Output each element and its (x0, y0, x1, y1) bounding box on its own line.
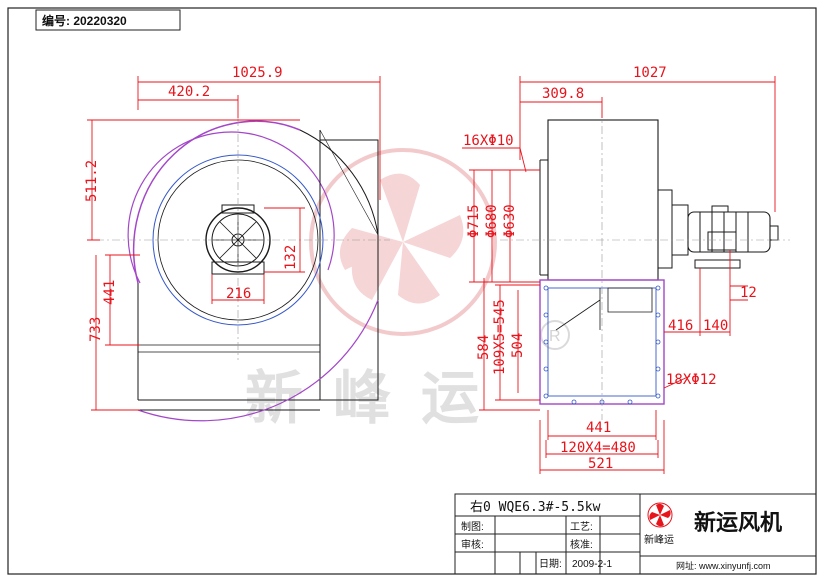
dim-441-left: 441 (102, 280, 118, 305)
dim-center-offset: 420.2 (168, 84, 210, 100)
date-label: 日期: (539, 558, 562, 570)
casing-side (547, 119, 659, 281)
dim-holes-16: 16XΦ10 (463, 133, 514, 149)
bolt-holes (543, 285, 661, 405)
dim-309: 309.8 (542, 86, 584, 102)
dim-120x4: 120X4=480 (560, 440, 636, 456)
watermark-text: 新峰运 (245, 366, 509, 431)
inlet-ring-inner (157, 159, 319, 321)
scroll-casing-inner (127, 131, 335, 284)
dim-outlet-height: 511.2 (84, 160, 100, 202)
dim-dia-630: Φ630 (502, 204, 518, 238)
model-title: 右0 WQE6.3#-5.5kw (470, 500, 601, 515)
outlet-flange-front (319, 139, 379, 401)
title-block-text: 右0 WQE6.3#-5.5kw 制图: 审核: 工艺: 核准: 日期: 200… (461, 500, 782, 571)
dim-total-width-right: 1027 (633, 65, 667, 81)
front-view-dimensions (87, 76, 381, 411)
company-logo-icon (647, 502, 673, 528)
dim-total-width-left: 1025.9 (232, 65, 283, 81)
process-label: 工艺: (570, 521, 593, 533)
motor-face-icon (205, 207, 271, 273)
check-label: 审核: (461, 538, 484, 551)
front-view (96, 118, 390, 422)
dim-521: 521 (588, 456, 613, 472)
watermark-ring (309, 148, 497, 336)
date-value: 2009-2-1 (572, 559, 612, 570)
dim-dia-715: Φ715 (466, 204, 482, 238)
drawing-number: 编号: 20220320 (41, 13, 127, 28)
sheet-border (7, 7, 817, 575)
side-view-dim-labels: 1027 309.8 16XΦ10 Φ715 Φ680 Φ630 584 109… (463, 65, 757, 472)
dim-416: 416 (668, 318, 693, 334)
dim-584: 584 (476, 335, 492, 360)
scroll-casing (132, 120, 301, 284)
side-view (500, 110, 790, 420)
title-block (454, 493, 817, 575)
dim-216: 216 (226, 286, 251, 302)
front-view-dim-labels: 1025.9 420.2 511.2 441 733 216 132 (84, 65, 299, 342)
dim-132: 132 (283, 245, 299, 270)
watermark-flower-icon (339, 173, 464, 304)
dim-733: 733 (88, 317, 104, 342)
watermark: R 新峰运 (245, 148, 570, 431)
header-box (35, 9, 181, 31)
dim-504: 504 (510, 333, 526, 358)
logo-text: 新峰运 (644, 533, 674, 546)
dim-109x5: 109X5=545 (492, 299, 508, 375)
draw-label: 制图: (461, 520, 484, 533)
registered-mark-ring (540, 320, 570, 350)
website: 网址: www.xinyunfj.com (676, 560, 771, 571)
dim-441-bottom: 441 (586, 420, 611, 436)
dim-140: 140 (703, 318, 728, 334)
approve-label: 核准: (570, 538, 593, 551)
dim-dia-680: Φ680 (484, 204, 500, 238)
side-view-dimensions (462, 76, 776, 474)
company-name: 新运风机 (694, 510, 782, 535)
dim-holes-18: 18XΦ12 (666, 372, 717, 388)
registered-mark: R (549, 328, 561, 345)
dim-12: 12 (740, 285, 757, 301)
